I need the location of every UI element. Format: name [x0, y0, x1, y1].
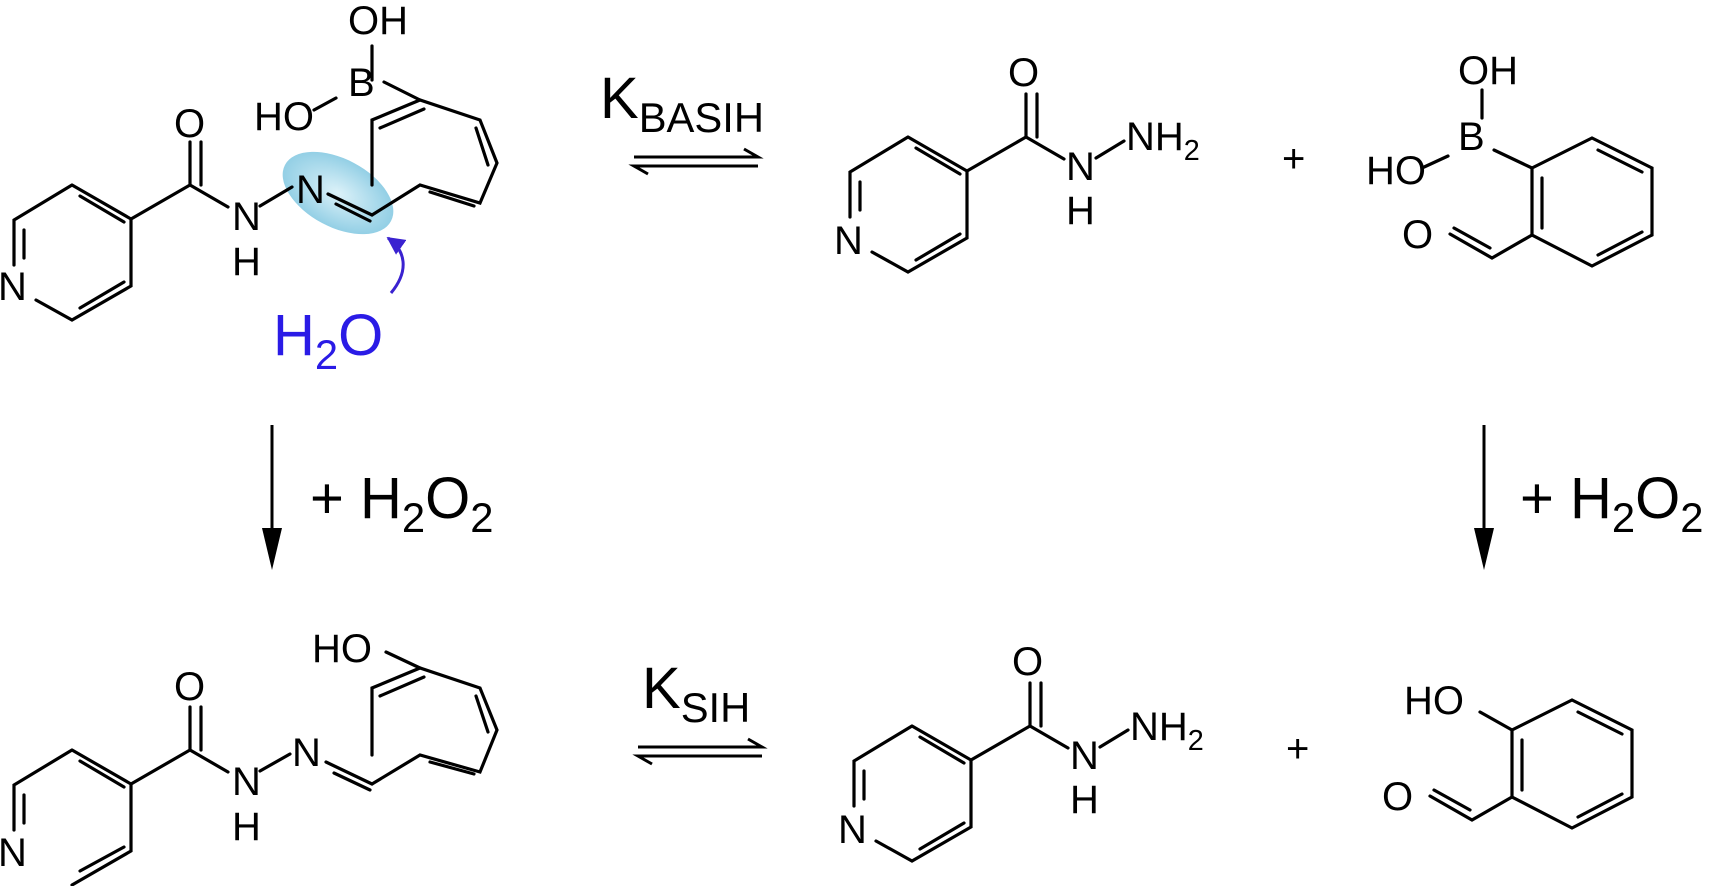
pyridine-n-label: N	[838, 808, 867, 852]
oxidation-arrow-left: + H2O2	[262, 425, 493, 570]
imine-n-label: N	[292, 731, 321, 775]
amide-h-label: H	[1066, 189, 1095, 233]
benzene-ring	[370, 98, 499, 217]
amine-label: NH2	[1130, 705, 1204, 757]
aldehyde-o-label: O	[1402, 213, 1433, 257]
amide-h-label: H	[1070, 778, 1099, 822]
boron-oh-left-label: HO	[1366, 149, 1426, 193]
carbonyl-o-label: O	[1008, 51, 1039, 95]
pyridine-n-label: N	[834, 219, 863, 263]
boron-oh-top-label: OH	[348, 0, 408, 43]
amide-n-label: N	[232, 760, 261, 804]
plus-top: +	[1282, 137, 1305, 181]
reagent-left-label: + H2O2	[310, 466, 493, 541]
water-label: H2O	[273, 303, 383, 378]
k-basih-label: KBASIH	[600, 66, 764, 141]
molecule-isoniazid-top: N O N H NH2	[834, 51, 1200, 274]
amide-h-label: H	[232, 240, 261, 284]
oxidation-arrow-right: + H2O2	[1474, 425, 1703, 570]
water-attack: H2O	[273, 236, 407, 378]
amide-n-label: N	[232, 195, 261, 239]
pyridine-n-label: N	[0, 831, 27, 875]
imine-highlight	[282, 151, 394, 235]
equilibrium-basih: KBASIH	[600, 66, 764, 176]
carbonyl-o-label: O	[1012, 640, 1043, 684]
carbonyl-o-label: O	[174, 102, 205, 146]
carbonyl-o-label: O	[174, 665, 205, 709]
amide-n-label: N	[1070, 734, 1099, 778]
molecule-isoniazid-bottom: N O N H NH2	[838, 640, 1204, 863]
aldehyde-o-label: O	[1382, 775, 1413, 819]
boron-label: B	[1458, 115, 1485, 159]
molecule-salicylaldehyde: HO O	[1382, 679, 1634, 830]
molecule-fpba: B OH HO O	[1366, 49, 1654, 268]
amine-label: NH2	[1126, 115, 1200, 167]
phenol-label: HO	[312, 627, 372, 671]
molecule-basih: N O N H N B OH HO	[0, 0, 499, 322]
k-sih-label: KSIH	[642, 656, 750, 731]
boron-oh-top-label: OH	[1458, 49, 1518, 93]
phenol-label: HO	[1404, 679, 1464, 723]
plus-bottom: +	[1286, 727, 1309, 771]
boron-label: B	[348, 61, 375, 105]
boron-oh-left-label: HO	[254, 95, 314, 139]
pyridine-n-label: N	[0, 265, 27, 309]
amide-h-label: H	[232, 805, 261, 849]
imine-n-label: N	[296, 168, 325, 212]
equilibrium-sih: KSIH	[632, 656, 768, 766]
amide-n-label: N	[1066, 145, 1095, 189]
reagent-right-label: + H2O2	[1520, 466, 1703, 541]
pyridine-ring	[12, 183, 133, 322]
curved-arrow	[386, 236, 407, 294]
molecule-sih: N O N H N HO	[0, 627, 499, 886]
